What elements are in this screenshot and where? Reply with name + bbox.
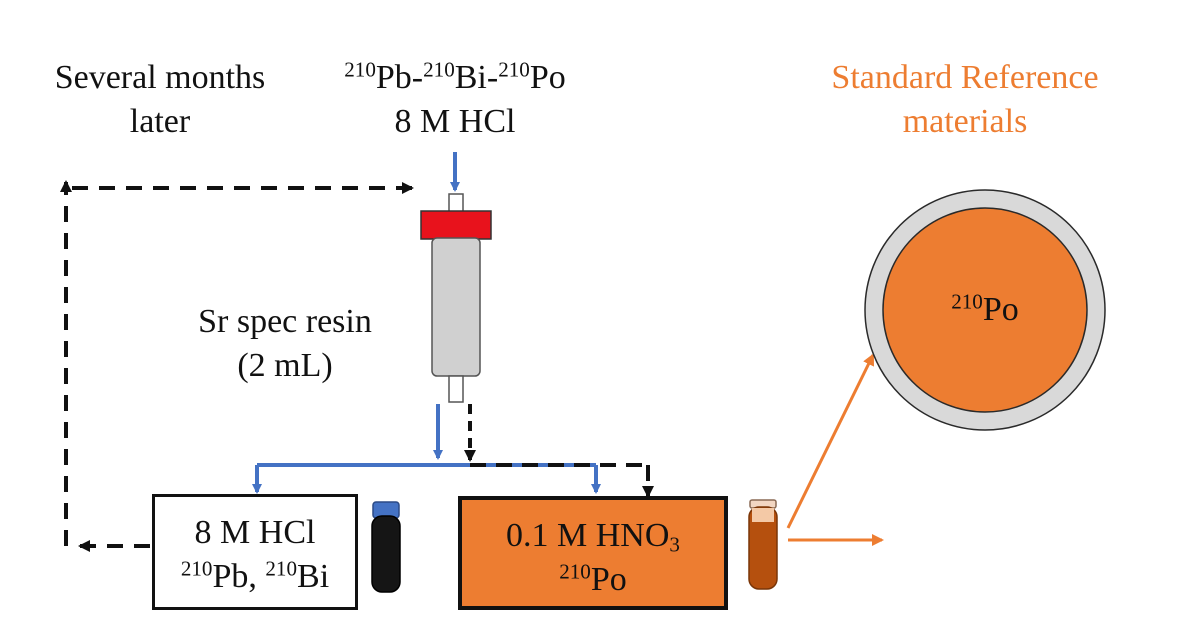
- standard-reference-disc: [864, 189, 1106, 431]
- hcl-distribution-line: [252, 463, 601, 494]
- disc-po-label: 210Po: [951, 289, 1019, 328]
- resin-label: Sr spec resin (2 mL): [198, 303, 372, 384]
- several-months-label: Several months later: [54, 59, 266, 140]
- hno3-fraction-tube: [748, 499, 778, 590]
- column-cap: [420, 210, 492, 240]
- load-solution-label: 8 M HCl: [394, 103, 516, 140]
- hno3-box-line1: 0.1 M HNO3: [506, 517, 680, 557]
- sr-resin-column: [420, 193, 492, 403]
- standard-reference-label: Standard Reference materials: [831, 59, 1099, 140]
- hno3-fraction-box: 0.1 M HNO3 210Po: [458, 496, 728, 610]
- hno3-distribution-line: [470, 463, 654, 498]
- to-standard-arrow: [786, 353, 875, 529]
- hcl-fraction-box: 8 M HCl 210Pb, 210Bi: [152, 494, 358, 610]
- isotope-chain-label: 210Pb-210Bi-210Po 8 M HCl: [300, 56, 610, 144]
- column-resin-body: [431, 237, 481, 377]
- column-outlet-tip: [448, 375, 464, 403]
- hcl-fraction-tube: [371, 501, 401, 593]
- hcl-box-line2: 210Pb, 210Bi: [180, 556, 330, 595]
- hno3-box-line2: 210Po: [559, 559, 627, 598]
- hcl-box-line1: 8 M HCl: [194, 514, 316, 551]
- column-inlet-tip: [448, 193, 464, 213]
- recycle-loop-arrow: [60, 180, 414, 552]
